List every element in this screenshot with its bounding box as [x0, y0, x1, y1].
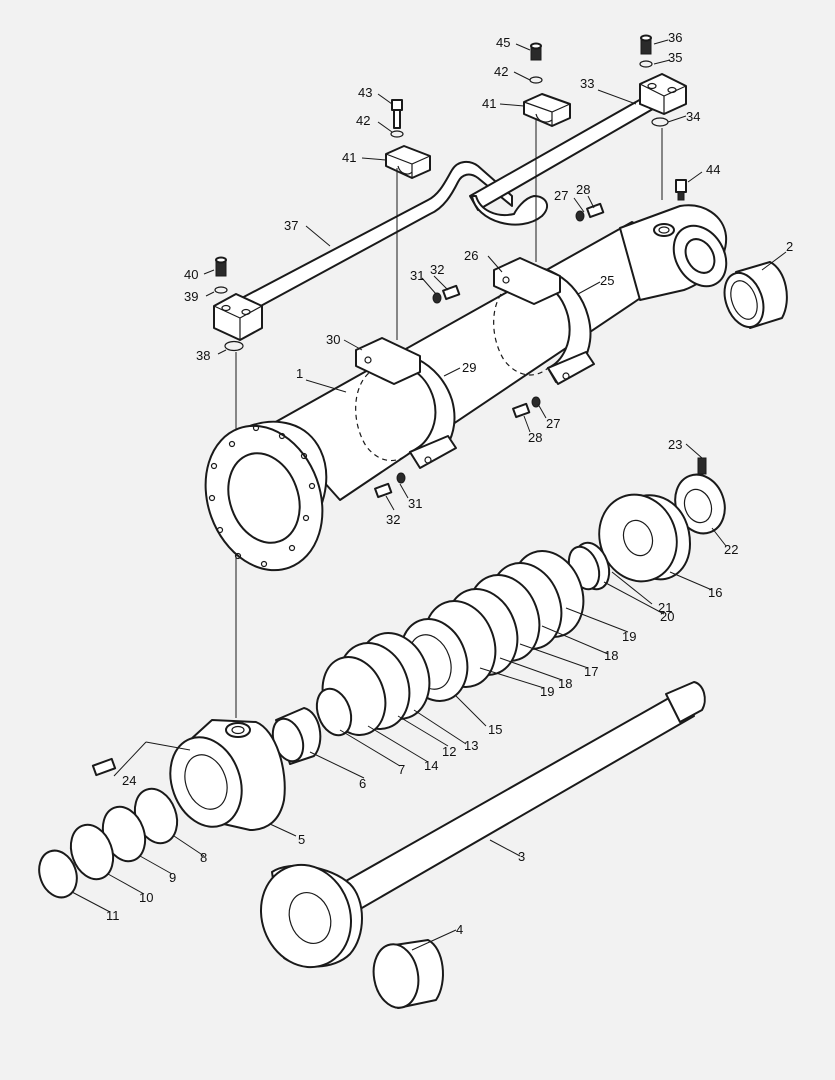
bolt-28-top: [575, 202, 605, 222]
callout-31a: 31: [410, 268, 424, 283]
washer-42: [390, 130, 404, 138]
bolt-32-bottom: [374, 472, 406, 499]
callout-2: 2: [786, 239, 793, 254]
callout-20: 20: [660, 609, 674, 624]
callout-44: 44: [706, 162, 720, 177]
callout-1: 1: [296, 366, 303, 381]
callout-26: 26: [464, 248, 478, 263]
flange-block-right: [639, 73, 687, 115]
bushing-6: [271, 707, 322, 765]
ring-11: [38, 849, 78, 899]
callout-22: 22: [724, 542, 738, 557]
bushing-4: [372, 939, 444, 1009]
callout-40: 40: [184, 267, 198, 282]
callout-27b: 27: [546, 416, 560, 431]
callout-42b: 42: [494, 64, 508, 79]
callout-24: 24: [122, 773, 136, 788]
callout-19b: 19: [540, 684, 554, 699]
clamp-band-25: [493, 257, 595, 385]
pipe-assembly: [237, 93, 659, 315]
washer-35: [639, 60, 653, 68]
pipe-37: [237, 160, 513, 315]
bolt-43: [390, 99, 404, 138]
clamp-band-29: [355, 337, 457, 469]
callout-41a: 41: [342, 150, 356, 165]
callout-39: 39: [184, 289, 198, 304]
callout-18b: 18: [558, 676, 572, 691]
callout-16: 16: [708, 585, 722, 600]
callout-30: 30: [326, 332, 340, 347]
callout-7: 7: [398, 762, 405, 777]
callout-29: 29: [462, 360, 476, 375]
callout-8: 8: [200, 850, 207, 865]
callout-14: 14: [424, 758, 438, 773]
callout-25: 25: [600, 273, 614, 288]
callout-5: 5: [298, 832, 305, 847]
callout-4: 4: [456, 922, 463, 937]
callout-43: 43: [358, 85, 372, 100]
callout-18a: 18: [604, 648, 618, 663]
rod-head-5: [169, 719, 286, 831]
callout-10: 10: [139, 890, 153, 905]
port-44: [653, 223, 675, 237]
setscrew-23: [697, 457, 707, 475]
fitting-44: [675, 179, 687, 201]
piston-rod-3: [259, 681, 706, 969]
bolt-40: [214, 256, 228, 294]
callout-28b: 28: [528, 430, 542, 445]
bushing-2: [723, 261, 788, 329]
seal-10: [69, 823, 115, 881]
callout-27a: 27: [554, 188, 568, 203]
callout-21: 21: [658, 600, 672, 615]
callout-28a: 28: [576, 182, 590, 197]
callout-13: 13: [464, 738, 478, 753]
callout-34: 34: [686, 109, 700, 124]
bolt-28-bottom: [512, 396, 541, 419]
callout-41b: 41: [482, 96, 496, 111]
callout-19a: 19: [622, 629, 636, 644]
bolt-36: [639, 34, 653, 68]
leader-lines: [71, 39, 787, 951]
callout-35: 35: [668, 50, 682, 65]
callout-15: 15: [488, 722, 502, 737]
pipe-elbow: [471, 195, 549, 226]
screw-24: [91, 757, 117, 777]
callout-38: 38: [196, 348, 210, 363]
callout-17: 17: [584, 664, 598, 679]
oring-38: [224, 340, 244, 352]
callout-37: 37: [284, 218, 298, 233]
washer-39: [214, 286, 228, 294]
callout-45: 45: [496, 35, 510, 50]
callout-labels: 1 2 3 4 5 6 7 8 9 10 11 12 13 14 15 16 1…: [106, 30, 793, 937]
callout-32a: 32: [430, 262, 444, 277]
callout-33: 33: [580, 76, 594, 91]
callout-23: 23: [668, 437, 682, 452]
flange-block-left: [213, 293, 263, 341]
callout-36: 36: [668, 30, 682, 45]
ring-7: [315, 687, 353, 737]
callout-32b: 32: [386, 512, 400, 527]
callout-31b: 31: [408, 496, 422, 511]
callout-3: 3: [518, 849, 525, 864]
callout-9: 9: [169, 870, 176, 885]
callout-11: 11: [106, 908, 120, 923]
callout-42a: 42: [356, 113, 370, 128]
cylinder-tube-1: [204, 204, 728, 572]
callout-12: 12: [442, 744, 456, 759]
callout-6: 6: [359, 776, 366, 791]
